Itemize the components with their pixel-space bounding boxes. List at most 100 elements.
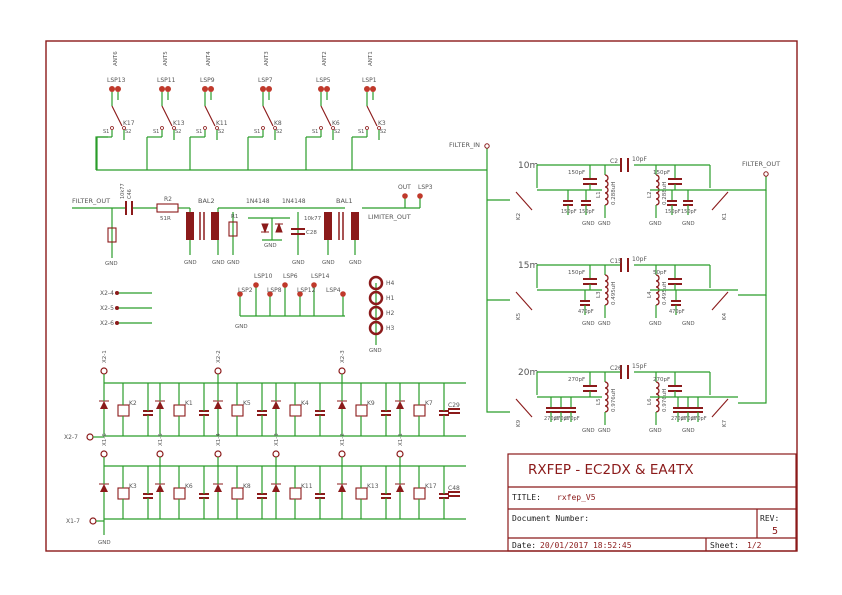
inductor-coil	[655, 292, 660, 300]
lsp10-label: LSP10	[254, 273, 273, 280]
gnd-label-holes: GND	[369, 348, 382, 354]
relay-coil	[289, 404, 302, 417]
project-title: RXFEP - EC2DX & EA4TX	[528, 462, 694, 478]
contact-terminal	[331, 126, 335, 130]
relay-contact	[204, 105, 216, 127]
relay-label: K1	[185, 400, 193, 407]
relay-label: K9	[367, 400, 375, 407]
inductor-coil	[604, 198, 609, 206]
resistor-r2	[156, 203, 179, 213]
relay-coil	[231, 487, 244, 500]
inductor-value: 0.495uH	[611, 282, 617, 305]
net-terminal	[214, 367, 222, 375]
gnd-label: GND	[582, 428, 595, 434]
relay-label: K11	[301, 483, 313, 490]
inductor-coil	[604, 286, 609, 294]
band-label: 20m	[518, 368, 538, 378]
net-terminal	[272, 450, 280, 458]
cap-ref-label: C26	[610, 365, 622, 372]
relay-label: K7	[722, 419, 728, 427]
contact-terminal	[377, 126, 381, 130]
svg-text:GND: GND	[227, 260, 240, 266]
cap-value-label: 470pF	[578, 309, 594, 315]
pad	[208, 86, 214, 92]
x2-7-label: X2-7	[64, 434, 78, 441]
net-terminal	[396, 450, 404, 458]
cap-value-label: 270pF	[568, 377, 585, 383]
switch-pin-label: S2	[334, 129, 340, 135]
r2-value: 51R	[160, 216, 171, 222]
cap-ref-label: C29	[448, 402, 460, 409]
diode	[338, 484, 346, 492]
inductor-ref: L1	[596, 191, 602, 198]
inductor-coil	[604, 387, 609, 395]
diode	[338, 401, 346, 409]
cap-value-label: 470pF	[669, 309, 685, 315]
relay-label: K2	[516, 213, 522, 220]
relay-coil	[173, 487, 186, 500]
diode	[396, 401, 404, 409]
filter-bus	[486, 176, 767, 413]
relay-contact	[262, 105, 274, 127]
relay-coil	[117, 404, 130, 417]
h2-label: H2	[386, 310, 395, 317]
switch-pin-label: S1	[196, 129, 202, 135]
pad	[202, 86, 208, 92]
pad-out	[402, 193, 408, 199]
pad	[165, 86, 171, 92]
net-terminal	[89, 517, 97, 525]
cap-value-label: 150pF	[568, 170, 585, 176]
switch-pin-label: S1	[153, 129, 159, 135]
x2-5-label: X2-5	[100, 305, 114, 312]
inductor-coil	[604, 292, 609, 300]
contact-terminal	[122, 126, 126, 130]
diode-pair	[261, 222, 283, 234]
cap-value-label: 270pF	[671, 416, 687, 422]
lsp-label: LSP9	[200, 77, 215, 84]
rev-value: 5	[772, 526, 778, 537]
contact-terminal	[172, 126, 176, 130]
contact-terminal	[365, 126, 369, 130]
inductor-coil	[604, 192, 609, 200]
band-label: 10m	[518, 161, 538, 171]
pad	[266, 86, 272, 92]
inductor-coil	[604, 381, 609, 389]
switch-pin-label: S1	[358, 129, 364, 135]
switch-pin-label: S2	[218, 129, 224, 135]
net-label: X1-5	[158, 433, 164, 446]
r1-label: R1	[231, 214, 238, 220]
inductor-coil	[655, 280, 660, 288]
gnd-label: GND	[682, 428, 695, 434]
inductor-coil	[604, 280, 609, 288]
inductor-ref: L3	[596, 291, 602, 298]
inductor-coil	[655, 180, 660, 188]
pad	[260, 86, 266, 92]
lsp3-label: LSP3	[418, 184, 433, 191]
lsp-label: LSP11	[157, 77, 176, 84]
lsp-label: LSP13	[107, 77, 126, 84]
cap-value-label: 150pF	[653, 170, 670, 176]
cap-value-label: 270pF	[544, 416, 560, 422]
filter-in-port: FILTER_IN	[449, 141, 490, 149]
gnd-label-testpoints: GND	[235, 324, 248, 330]
band-switch-right	[711, 291, 729, 311]
switch-pin-label: S2	[380, 129, 386, 135]
net-label: X1-3	[274, 433, 280, 446]
antenna-label: ANT2	[322, 51, 328, 66]
inductor-coil	[604, 399, 609, 407]
net-label: X1-4	[216, 433, 222, 446]
cap-value-label: 15pF	[632, 363, 647, 370]
relay-label: K6	[185, 483, 193, 490]
cap-value-label: 150pF	[579, 209, 595, 215]
limiter-section: FILTER_OUT GND C46 10k77	[72, 183, 433, 267]
gnd-label-limiter: GND	[105, 261, 118, 267]
relay-label: K1	[722, 213, 728, 220]
band-label: 15m	[518, 261, 538, 271]
antenna-label: ANT5	[163, 51, 169, 66]
antenna-label: ANT6	[113, 51, 119, 66]
